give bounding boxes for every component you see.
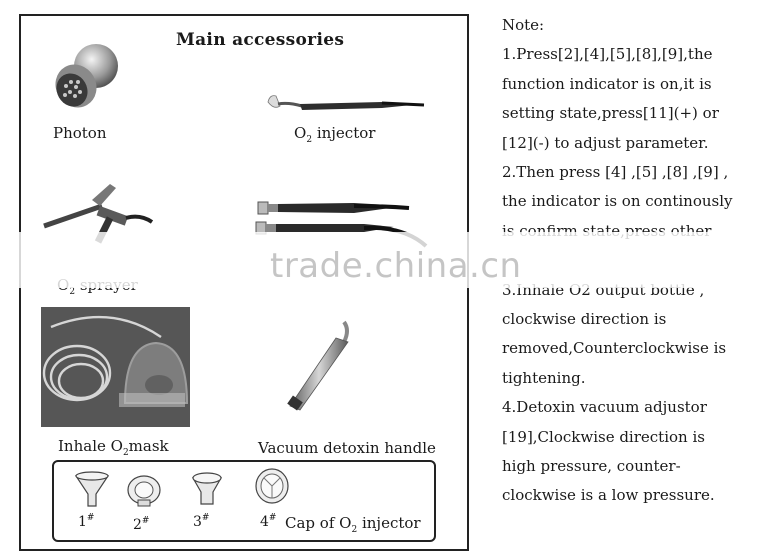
- cap-1-icon: [74, 471, 110, 507]
- note-line: 2.Then press [4] ,[5] ,[8] ,[9] ,: [502, 163, 729, 182]
- note-line: function indicator is on,it is: [502, 74, 712, 93]
- note-line: 4.Detoxin vacuum adjustor: [502, 398, 707, 417]
- cap-3-icon: [191, 472, 223, 505]
- cap-3-number: 3#: [193, 513, 210, 530]
- o2-injector-image: [267, 95, 425, 110]
- photon-label: Photon: [53, 124, 107, 142]
- inhale-mask-photo: [41, 307, 190, 427]
- cap-2-number: 2#: [133, 516, 150, 533]
- note-line: 1.Press[2],[4],[5],[8],[9],the: [502, 45, 713, 64]
- note-line: high pressure, counter-: [502, 457, 681, 476]
- panel-title: Main accessories: [176, 30, 345, 50]
- caps-box: [52, 460, 436, 542]
- note-line: [19],Clockwise direction is: [502, 427, 705, 446]
- note-line: setting state,press[11](+) or: [502, 104, 719, 123]
- cap-2-icon: [127, 475, 161, 507]
- caps-label: Cap of O2 injector: [285, 514, 421, 535]
- inhale-mask-label: Inhale O2mask: [58, 437, 169, 458]
- vacuum-handle-label: Vacuum detoxin handle: [258, 439, 436, 457]
- note-line: tightening.: [502, 368, 586, 387]
- note-line: removed,Counterclockwise is: [502, 339, 727, 358]
- cap-1-number: 1#: [78, 513, 95, 530]
- vacuum-detoxin-handle-image: [287, 320, 349, 411]
- note-heading: Note:: [502, 16, 545, 34]
- watermark-band: [0, 232, 770, 288]
- watermark-text: trade.china.cn: [270, 246, 522, 286]
- note-line: clockwise is a low pressure.: [502, 486, 715, 505]
- photon-device-image: [55, 44, 118, 108]
- cap-4-icon: [255, 468, 289, 504]
- notes-column: Note: 1.Press[2],[4],[5],[8],[9],the fun…: [502, 11, 764, 511]
- o2-sprayer-image: [43, 184, 154, 244]
- o2-injector-label: O2 injector: [294, 124, 376, 145]
- note-line: [12](-) to adjust parameter.: [502, 133, 709, 152]
- note-line: clockwise direction is: [502, 310, 667, 329]
- note-line: the indicator is on continously: [502, 192, 733, 211]
- cap-4-number: 4#: [260, 513, 277, 530]
